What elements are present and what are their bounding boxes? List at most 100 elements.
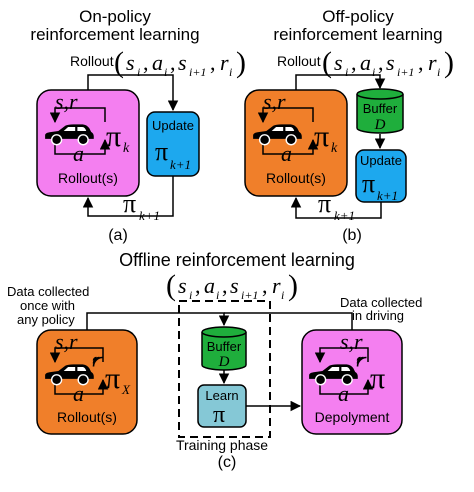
svg-text:i: i (437, 65, 440, 79)
svg-text:a: a (152, 50, 163, 75)
svg-text:i: i (229, 65, 232, 79)
svg-text:i+1: i+1 (397, 65, 414, 79)
panel-c-deploy-state: s,r (340, 329, 363, 354)
svg-text:,: , (351, 50, 357, 75)
svg-text:s: s (334, 50, 343, 75)
panel-a-rollout-label: Rollout (70, 53, 114, 69)
svg-text:,: , (195, 273, 201, 298)
svg-text:,: , (418, 50, 424, 75)
svg-text:i: i (372, 65, 375, 79)
panel-b-update-policy: π (362, 169, 375, 198)
panel-b: Off-policy reinforcement learning Rollou… (244, 7, 454, 244)
panel-c-action: a (73, 381, 84, 406)
svg-text:s: s (126, 50, 135, 75)
svg-text:r: r (272, 273, 281, 298)
svg-text:,: , (210, 50, 216, 75)
panel-c-state: s,r (55, 329, 78, 354)
panel-c-training-label: Training phase (176, 437, 268, 453)
panel-b-feedback-policy: π (318, 189, 331, 218)
svg-text:i: i (137, 65, 140, 79)
svg-text:,: , (262, 273, 268, 298)
svg-text:i+1: i+1 (241, 288, 258, 302)
svg-text:s: s (386, 50, 395, 75)
svg-text:,: , (143, 50, 149, 75)
svg-text:s: s (178, 273, 187, 298)
svg-text:(: ( (114, 46, 124, 79)
svg-text:r: r (220, 50, 229, 75)
panel-b-rollout-caption: Rollout(s) (266, 170, 326, 186)
panel-c-tuple: ( s i , a i , s i+1 , r i ) (166, 269, 298, 302)
panel-a: On-policy reinforcement learning Rollout… (30, 7, 246, 244)
panel-a-rollout-caption: Rollout(s) (58, 170, 118, 186)
svg-text:(: ( (322, 46, 332, 79)
svg-text:i: i (345, 65, 348, 79)
panel-a-policy: π (106, 120, 121, 153)
svg-text:r: r (428, 50, 437, 75)
svg-text:i: i (281, 288, 284, 302)
svg-text:): ) (288, 269, 298, 302)
svg-text:i+1: i+1 (189, 65, 206, 79)
panel-c-left-note-line2: once with (20, 298, 75, 313)
panel-b-policy-sub: k (331, 141, 338, 156)
svg-text:,: , (170, 50, 176, 75)
panel-c-left-note-line1: Data collected (7, 284, 89, 299)
panel-a-title-line1: On-policy (79, 7, 151, 26)
panel-c-rollout-caption: Rollout(s) (57, 409, 117, 425)
panel-c-policy-sub: X (121, 382, 131, 397)
panel-c-training-frame (178, 300, 271, 438)
panel-c-title: Offline reinforcement learning (119, 250, 355, 270)
panel-c-learn-label: Learn (205, 388, 238, 403)
panel-b-policy: π (314, 120, 329, 153)
panel-b-state: s,r (263, 89, 286, 114)
panel-a-update-label: Update (152, 118, 194, 133)
panel-b-update-policy-sub: k+1 (377, 188, 398, 203)
svg-text:s: s (230, 273, 239, 298)
panel-a-feedback-policy: π (123, 189, 136, 218)
panel-c-caption: (c) (218, 454, 237, 471)
svg-text:,: , (378, 50, 384, 75)
svg-text:(: ( (166, 269, 176, 302)
svg-text:i: i (164, 65, 167, 79)
panel-c: Offline reinforcement learning ( s i , a… (7, 250, 422, 471)
panel-a-policy-sub: k (123, 141, 130, 156)
svg-text:s: s (178, 50, 187, 75)
panel-c-buffer-label: Buffer (207, 339, 242, 354)
panel-a-state: s,r (55, 89, 78, 114)
panel-c-learn-policy: π (213, 402, 225, 428)
panel-b-tuple: ( s i , a i , s i+1 , r i ) (322, 46, 454, 79)
panel-b-caption: (b) (342, 227, 362, 244)
panel-b-update-label: Update (360, 153, 402, 168)
svg-text:a: a (360, 50, 371, 75)
panel-c-right-note-line1: Data collected (340, 295, 422, 310)
panel-b-buffer: Buffer D (356, 88, 404, 134)
svg-text:): ) (236, 46, 246, 79)
panel-c-left-note-line3: any policy (17, 312, 75, 327)
panel-c-deploy-caption: Depolyment (315, 409, 390, 425)
svg-text:): ) (444, 46, 454, 79)
svg-text:,: , (222, 273, 228, 298)
panel-c-deploy-policy: π (370, 362, 385, 395)
panel-b-title-line2: reinforcement learning (273, 25, 442, 44)
panel-c-right-note-line2: in driving (352, 308, 404, 323)
panel-b-action: a (281, 141, 292, 166)
panel-b-buffer-symbol: D (374, 117, 386, 133)
panel-c-deploy-action: a (338, 381, 349, 406)
panel-b-feedback-policy-sub: k+1 (334, 208, 355, 223)
panel-a-caption: (a) (108, 227, 128, 244)
panel-b-rollout-label: Rollout (277, 53, 321, 69)
svg-text:a: a (204, 273, 215, 298)
svg-text:i: i (216, 288, 219, 302)
svg-text:i: i (189, 288, 192, 302)
panel-a-title-line2: reinforcement learning (30, 25, 199, 44)
panel-b-buffer-label: Buffer (363, 101, 398, 116)
panel-c-buffer-symbol: D (218, 354, 230, 370)
panel-c-buffer: Buffer D (201, 326, 247, 371)
panel-c-policy: π (105, 362, 120, 395)
panel-b-title-line1: Off-policy (322, 7, 394, 26)
panel-a-update-policy-sub: k+1 (170, 157, 191, 172)
panel-a-action: a (73, 141, 84, 166)
panel-a-feedback-policy-sub: k+1 (139, 208, 160, 223)
panel-a-tuple: ( s i , a i , s i+1 , r i ) (114, 46, 246, 79)
